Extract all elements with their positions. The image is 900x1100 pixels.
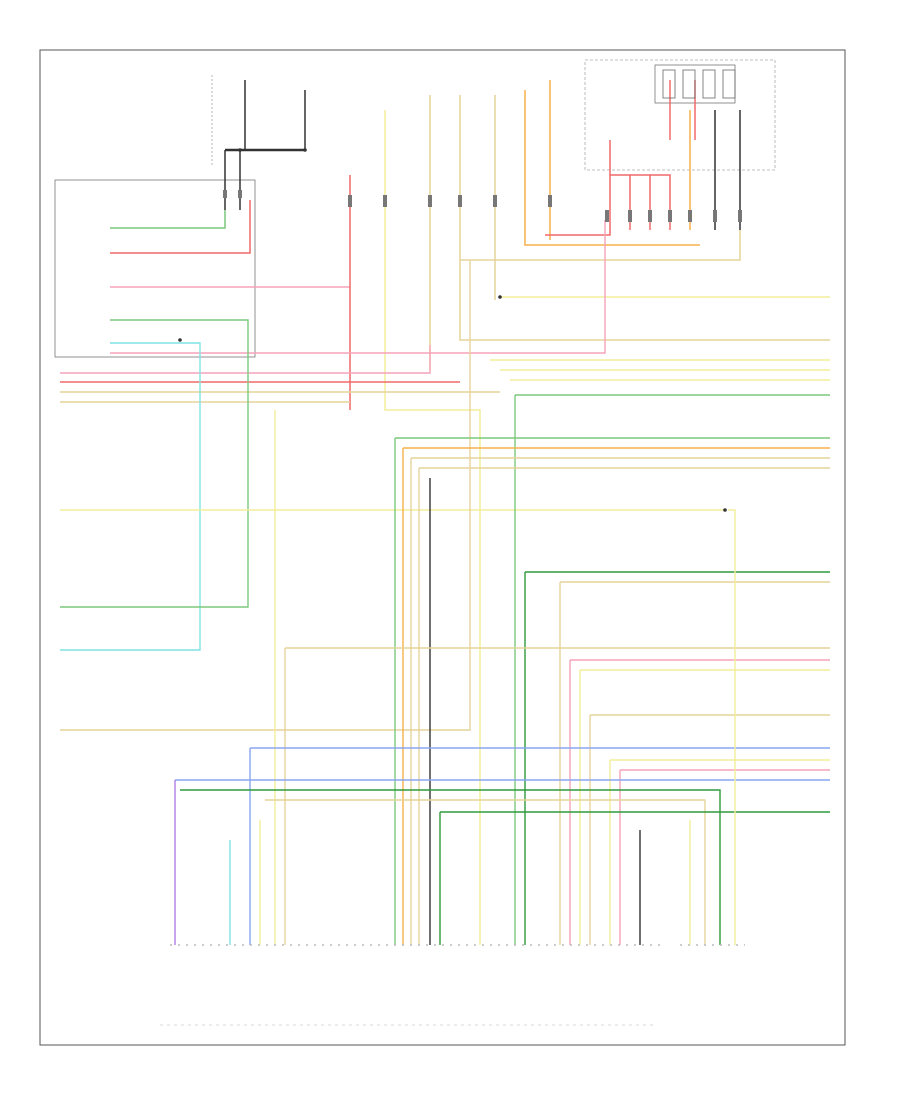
connector-pin-icon (688, 210, 692, 222)
wire-tan-r715 (589, 714, 830, 945)
fuse-icon (662, 69, 676, 99)
connector-pin-icon (713, 210, 717, 222)
wire-tan-r648 (284, 647, 830, 945)
wire-yellow-r760 (609, 759, 830, 945)
splice-dot-icon (303, 148, 307, 152)
connector-pin-icon (605, 210, 609, 222)
wire-pink-left-370 (60, 345, 431, 374)
wire-orange-v5 (524, 90, 700, 246)
bottom-connector (160, 944, 745, 1026)
right-wiring (174, 359, 830, 945)
module-box-left (54, 179, 256, 358)
diagram-frame (39, 49, 846, 1046)
wire-red-fuse-4 (650, 174, 671, 230)
wire-orange-r448 (402, 447, 830, 945)
connector-pin-icon (428, 195, 432, 207)
wire-yellow-r-long (728, 509, 736, 945)
wire-yellow-r670 (579, 669, 830, 945)
connector-pin-icon (548, 195, 552, 207)
connector-pin-icon (738, 210, 742, 222)
wire-yellow-v1 (384, 110, 481, 945)
wire-green-r572 (524, 571, 830, 945)
connector-pin-icon (383, 195, 387, 207)
connector-pin-icon (648, 210, 652, 222)
fuse-block-box (584, 59, 776, 171)
connector-pin-icon (628, 210, 632, 222)
connector-pin-icon (493, 195, 497, 207)
wire-tan-r458 (410, 457, 830, 945)
splice-dots (178, 148, 727, 512)
wire-tan-r582 (559, 581, 830, 945)
wire-tan-r468 (418, 467, 830, 945)
wire-pink-module (110, 220, 606, 354)
splice-dot-icon (238, 148, 242, 152)
wire-pink-r660 (569, 659, 830, 945)
splice-dot-icon (723, 508, 727, 512)
left-wiring (60, 220, 725, 945)
wire-blue-r748 (249, 747, 830, 945)
wire-tan-v3 (459, 95, 700, 341)
wire-tan-r800 (265, 799, 706, 945)
splice-dot-icon (178, 338, 182, 342)
wire-tan-left-730 (60, 260, 471, 731)
connector-pin-icon (348, 195, 352, 207)
terminal-marks (223, 190, 742, 222)
wire-cyan-module (60, 342, 201, 651)
wire-red-fuse-1 (545, 140, 611, 236)
wire-tan-h260 (460, 230, 741, 261)
splice-dot-icon (498, 295, 502, 299)
wire-red-top (110, 200, 251, 254)
fuse-icon (682, 69, 696, 99)
wire-green-r395 (514, 394, 830, 945)
wire-green-r812 (439, 811, 830, 945)
wire-green-r438 (394, 437, 830, 945)
wire-green-top (110, 210, 226, 229)
wire-red-fuse-2 (610, 174, 631, 230)
fuse-icon (702, 69, 716, 99)
connector-pin-icon (223, 190, 227, 198)
wire-green-r790 (180, 789, 721, 945)
wire-red-fuse-3 (630, 174, 651, 230)
wire-pink-r770 (619, 769, 830, 945)
connector-pin-icon (238, 190, 242, 198)
connector-pin-icon (668, 210, 672, 222)
connector-pin-icon (458, 195, 462, 207)
wire-green-module (60, 319, 249, 608)
fuse-icon (722, 69, 736, 99)
fuses (662, 69, 736, 99)
